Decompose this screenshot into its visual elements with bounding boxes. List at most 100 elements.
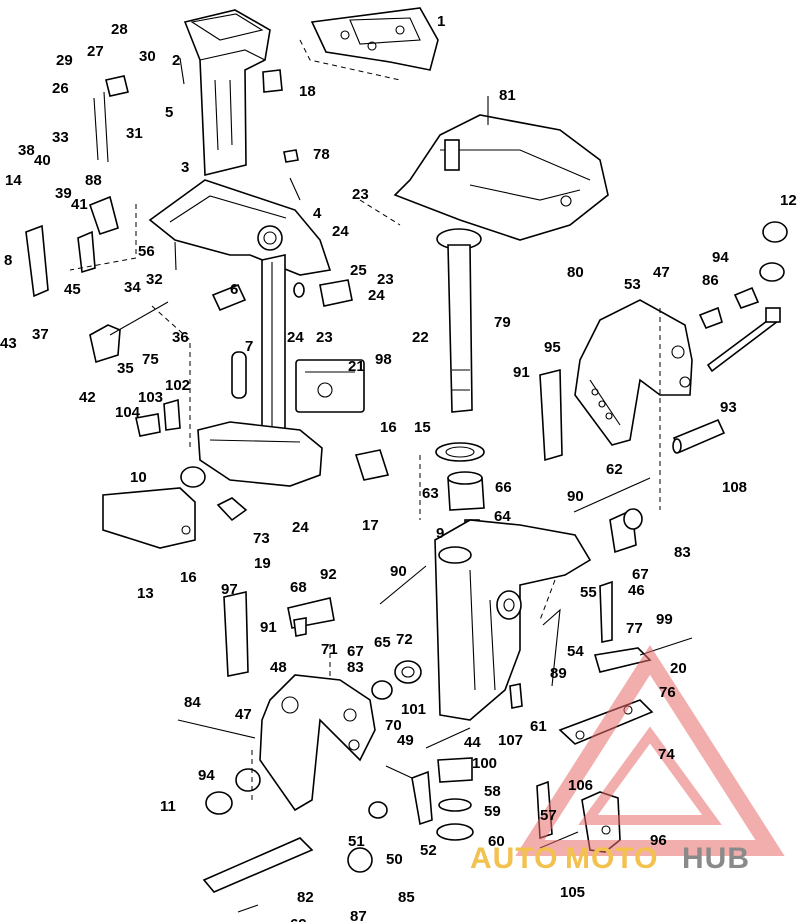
watermark-logo: AUTO MOTO HUB [470, 645, 785, 875]
callout-label: 55 [580, 584, 597, 601]
callout-label: 87 [350, 908, 367, 922]
callout-label: 64 [494, 508, 511, 525]
callout-label: 22 [412, 329, 429, 346]
callout-label: 16 [180, 569, 197, 586]
callout-label: 7 [245, 338, 253, 355]
callout-label: 99 [656, 611, 673, 628]
callout-label: 67 [632, 566, 649, 583]
callout-label: 82 [297, 889, 314, 906]
callout-label: 92 [320, 566, 337, 583]
callout-label: 11 [160, 798, 176, 815]
callout-label: 106 [568, 777, 593, 794]
watermark-text-auto: AUTO [470, 842, 558, 875]
callout-label: 61 [530, 718, 547, 735]
callout-label: 100 [472, 755, 497, 772]
callout-label: 26 [52, 80, 69, 97]
callout-label: 23 [377, 271, 394, 288]
watermark-text-hub: HUB [682, 842, 750, 875]
callout-label: 1 [437, 13, 445, 30]
callout-label: 69 [290, 916, 307, 922]
callout-label: 35 [117, 360, 134, 377]
top-gasket-plate [299, 7, 439, 81]
callout-label: 51 [348, 833, 365, 850]
callout-label: 105 [560, 884, 585, 901]
callout-label: 83 [347, 659, 364, 676]
callout-label: 60 [488, 833, 505, 850]
callout-label: 4 [313, 205, 322, 222]
callout-label: 75 [142, 351, 159, 368]
callout-label: 50 [386, 851, 403, 868]
callout-label: 30 [139, 48, 156, 65]
callout-label: 77 [626, 620, 643, 637]
small-hardware [93, 57, 788, 913]
callout-label: 76 [659, 684, 676, 701]
callout-label: 40 [34, 152, 51, 169]
callout-label: 12 [780, 192, 797, 209]
stern-bracket-left [259, 674, 376, 812]
callout-label: 56 [138, 243, 155, 260]
callout-label: 91 [260, 619, 277, 636]
callout-label: 8 [4, 252, 12, 269]
callout-label: 47 [653, 264, 670, 281]
callout-label: 94 [712, 249, 729, 266]
callout-label: 53 [624, 276, 641, 293]
tilt-shaft [706, 307, 781, 373]
callout-label: 34 [124, 279, 141, 296]
callout-label: 47 [235, 706, 252, 723]
bushings [435, 442, 485, 531]
callout-label: 18 [299, 83, 316, 100]
callout-label: 9 [436, 525, 444, 542]
callout-label: 2 [172, 52, 180, 69]
callout-label: 3 [181, 159, 189, 176]
callout-label: 96 [650, 832, 667, 849]
callout-label: 84 [184, 694, 201, 711]
exhaust-housing [183, 9, 271, 177]
control-bracket [89, 301, 169, 364]
sleeve [672, 418, 726, 454]
callout-label: 31 [126, 125, 143, 142]
callout-label: 15 [414, 419, 431, 436]
callout-label: 95 [544, 339, 561, 356]
callout-label: 49 [397, 732, 414, 749]
callout-label: 24 [368, 287, 385, 304]
callout-label: 91 [513, 364, 530, 381]
callout-label: 59 [484, 803, 501, 820]
callout-label: 67 [347, 643, 364, 660]
callout-label: 97 [221, 581, 238, 598]
watermark-text-moto: MOTO [565, 842, 658, 875]
callout-label: 27 [87, 43, 104, 60]
callout-label: 74 [658, 746, 675, 763]
callout-label: 71 [321, 641, 338, 658]
callout-label: 5 [165, 104, 173, 121]
callout-label: 10 [130, 469, 147, 486]
callout-label: 17 [362, 517, 379, 534]
callout-label: 37 [32, 326, 49, 343]
callout-label: 94 [198, 767, 215, 784]
callout-label: 57 [540, 807, 557, 824]
callout-label: 104 [115, 404, 141, 421]
watermark-triangle-outer [515, 645, 785, 856]
callout-label: 29 [56, 52, 73, 69]
callout-label: 54 [567, 643, 584, 660]
callout-label: 58 [484, 783, 501, 800]
callout-label: 101 [401, 701, 426, 718]
swivel-bracket [434, 519, 592, 721]
callout-label: 45 [64, 281, 81, 298]
callout-label: 70 [385, 717, 402, 734]
watermark-triangle-inner [578, 726, 722, 825]
stern-bracket-right [574, 299, 693, 446]
lower-cover [102, 487, 196, 549]
callout-label: 20 [670, 660, 687, 677]
callout-label: 52 [420, 842, 437, 859]
callout-label: 108 [722, 479, 747, 496]
callout-label: 43 [0, 335, 17, 352]
callout-label: 79 [494, 314, 511, 331]
callout-label: 78 [313, 146, 330, 163]
callout-label: 24 [332, 223, 349, 240]
callout-label: 98 [375, 351, 392, 368]
callout-label: 93 [720, 399, 737, 416]
callout-label: 90 [390, 563, 407, 580]
callout-label: 46 [628, 582, 645, 599]
callout-label: 39 [55, 185, 72, 202]
